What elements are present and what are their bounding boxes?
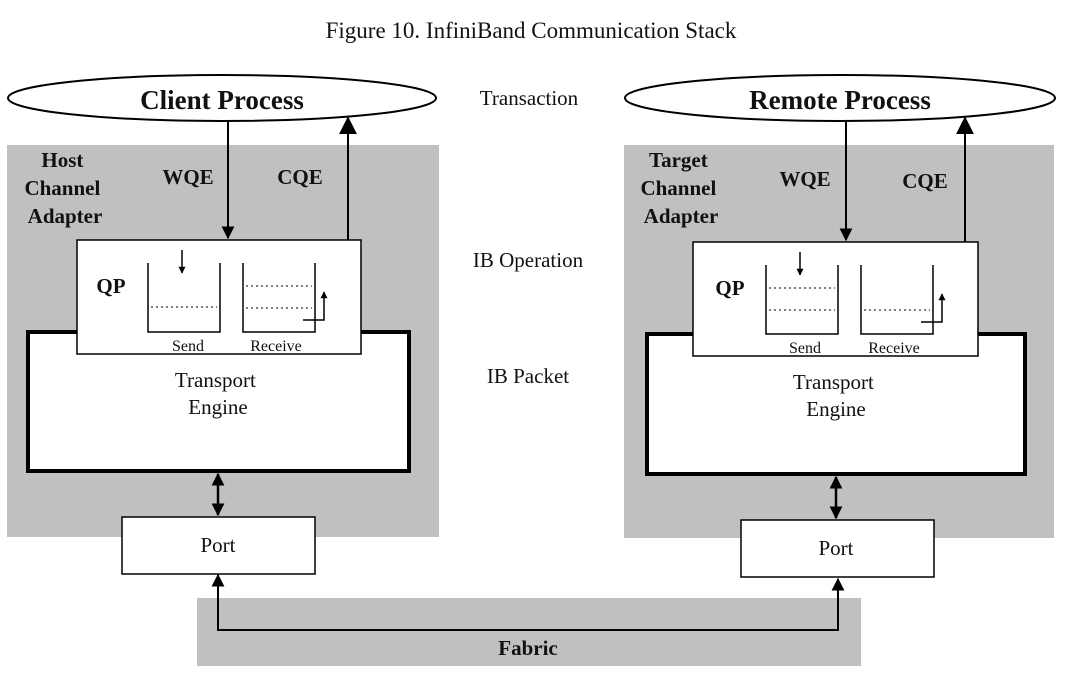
target-adapter-line-1: Target: [649, 148, 708, 172]
remote-process-ellipse: [624, 74, 1056, 122]
fabric-connection-line: [211, 573, 845, 631]
host-engine-line-1: Transport: [175, 368, 256, 392]
fabric-band: [197, 598, 861, 666]
host-adapter-label: Host Channel Adapter: [24, 148, 105, 228]
target-receive-queue: [860, 265, 934, 335]
target-qp-label: QP: [715, 276, 744, 300]
remote-process-label: Remote Process: [749, 85, 931, 115]
host-adapter-line-1: Host: [41, 148, 83, 172]
fabric-label: Fabric: [498, 636, 557, 660]
target-transport-engine-box: [645, 332, 1027, 476]
host-send-label: Send: [172, 338, 204, 355]
host-qp-box: [76, 239, 362, 355]
figure-title: Figure 10. InfiniBand Communication Stac…: [326, 18, 737, 43]
target-cqe-label: CQE: [902, 169, 948, 193]
host-side: Host Channel Adapter Client Process WQE …: [7, 74, 439, 575]
host-receive-label: Receive: [250, 338, 302, 355]
host-engine-line-2: Engine: [188, 395, 247, 419]
host-send-queue: [147, 263, 221, 333]
host-receive-up-arrow: [303, 291, 328, 321]
target-receive-label: Receive: [868, 340, 920, 357]
target-send-label: Send: [789, 340, 821, 357]
host-cqe-label: CQE: [277, 165, 323, 189]
target-port-label: Port: [818, 536, 853, 560]
target-adapter-label: Target Channel Adapter: [640, 148, 721, 228]
client-process-ellipse: [7, 74, 437, 122]
host-wqe-label: WQE: [162, 165, 213, 189]
target-transport-engine-label: Transport Engine: [793, 370, 879, 421]
target-send-queue: [765, 265, 839, 335]
layer-label-ib-packet: IB Packet: [487, 364, 569, 388]
host-port-label: Port: [200, 533, 235, 557]
target-receive-up-arrow: [921, 293, 946, 323]
host-adapter-line-2: Channel: [24, 176, 100, 200]
target-adapter-line-2: Channel: [640, 176, 716, 200]
target-wqe-label: WQE: [779, 167, 830, 191]
target-side: Target Channel Adapter Remote Process WQ…: [624, 74, 1056, 578]
client-process-label: Client Process: [140, 85, 304, 115]
layer-label-ib-operation: IB Operation: [473, 248, 584, 272]
host-receive-queue: [242, 263, 316, 333]
host-qp-label: QP: [96, 274, 125, 298]
host-transport-engine-label: Transport Engine: [175, 368, 261, 419]
layer-label-transaction: Transaction: [480, 86, 579, 110]
target-engine-line-1: Transport: [793, 370, 874, 394]
target-port-box: [740, 519, 935, 578]
host-adapter-line-3: Adapter: [28, 204, 103, 228]
host-port-box: [121, 516, 316, 575]
target-qp-box: [692, 241, 979, 357]
target-adapter-line-3: Adapter: [644, 204, 719, 228]
target-engine-line-2: Engine: [806, 397, 865, 421]
